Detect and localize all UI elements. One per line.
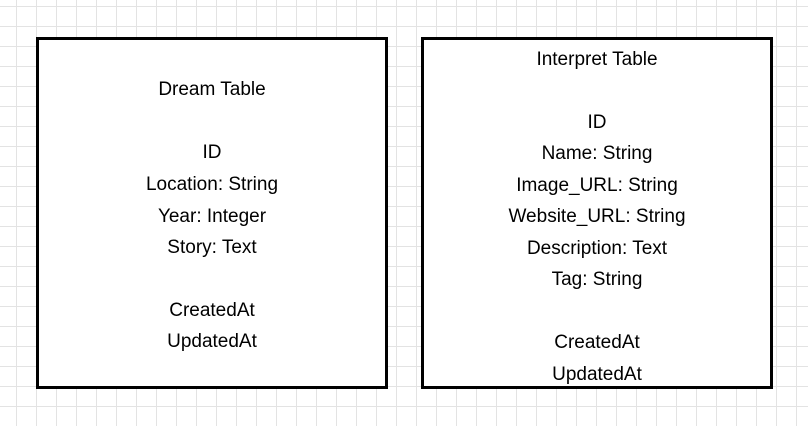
dream-table-title: Dream Table: [158, 79, 266, 100]
interpret-field-updated-at: UpdatedAt: [552, 364, 642, 385]
dream-field-created-at: CreatedAt: [169, 300, 255, 321]
interpret-field-website-url: Website_URL: String: [508, 206, 686, 227]
interpret-field-tag: Tag: String: [551, 269, 643, 290]
interpret-table-title: Interpret Table: [536, 49, 658, 70]
interpret-field-description: Description: Text: [526, 238, 668, 259]
interpret-field-id: ID: [587, 112, 607, 133]
dream-field-id: ID: [202, 142, 222, 163]
interpret-table-entity[interactable]: Interpret Table ID Name: String Image_UR…: [421, 37, 773, 389]
interpret-field-created-at: CreatedAt: [554, 332, 640, 353]
interpret-field-name: Name: String: [541, 143, 653, 164]
dream-field-story: Story: Text: [167, 237, 257, 258]
dream-field-location: Location: String: [145, 174, 279, 195]
dream-field-updated-at: UpdatedAt: [167, 331, 257, 352]
interpret-field-image-url: Image_URL: String: [516, 175, 678, 196]
dream-field-year: Year: Integer: [157, 206, 267, 227]
dream-table-entity[interactable]: Dream Table ID Location: String Year: In…: [36, 37, 388, 389]
